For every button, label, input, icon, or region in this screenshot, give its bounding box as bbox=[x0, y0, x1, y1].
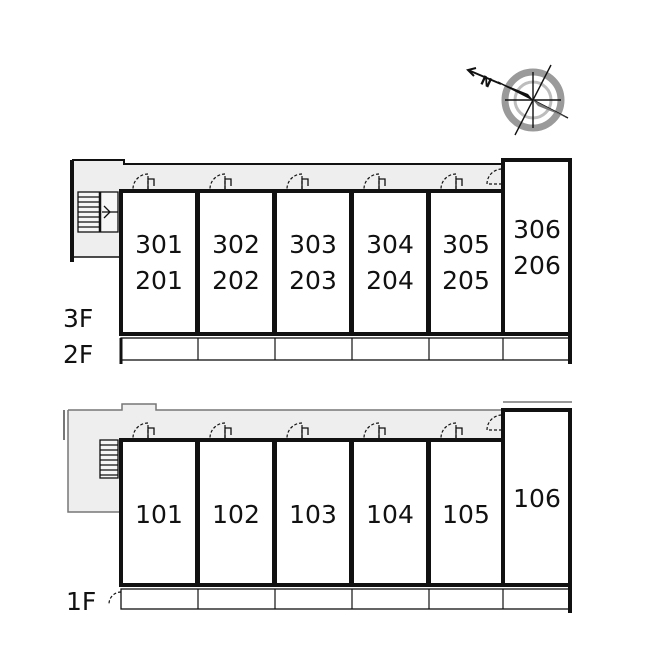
entrance-door-icon bbox=[108, 591, 122, 605]
unit-label-201: 201 bbox=[135, 266, 183, 295]
door-303-icon bbox=[286, 173, 303, 190]
unit-label-105: 105 bbox=[442, 500, 490, 529]
upper-unit-labels: 301 201 302 202 303 203 304 204 305 205 … bbox=[135, 215, 561, 295]
floor-label-2f: 2F bbox=[63, 340, 93, 369]
unit-label-106: 106 bbox=[513, 484, 561, 513]
lower-corridor bbox=[68, 404, 502, 512]
upper-floor-plan: 301 201 302 202 303 203 304 204 305 205 … bbox=[63, 158, 572, 369]
lower-doors bbox=[132, 414, 503, 439]
lower-units bbox=[119, 408, 572, 587]
lower-unit-labels: 101 102 103 104 105 106 bbox=[135, 484, 561, 529]
lower-staircase bbox=[99, 439, 119, 479]
compass-needle-tail-icon bbox=[533, 100, 568, 118]
unit-label-202: 202 bbox=[212, 266, 260, 295]
door-106-icon bbox=[486, 414, 503, 431]
unit-label-301: 301 bbox=[135, 230, 183, 259]
lower-balcony bbox=[108, 410, 572, 613]
north-arrow-icon bbox=[466, 67, 502, 85]
lower-ground-edge bbox=[67, 410, 120, 513]
unit-label-104: 104 bbox=[366, 500, 414, 529]
upper-corridor-edge bbox=[72, 159, 502, 165]
door-304-icon bbox=[363, 173, 380, 190]
upper-doors bbox=[132, 168, 503, 190]
door-105-icon bbox=[440, 422, 457, 439]
door-306-icon bbox=[486, 168, 503, 185]
lower-door-frames bbox=[147, 427, 463, 438]
unit-label-302: 302 bbox=[212, 230, 260, 259]
lower-floor-plan: 101 102 103 104 105 106 1F bbox=[63, 401, 572, 616]
upper-corridor bbox=[72, 160, 502, 257]
unit-label-306: 306 bbox=[513, 215, 561, 244]
unit-105 bbox=[427, 438, 505, 587]
door-102-icon bbox=[209, 422, 226, 439]
unit-label-102: 102 bbox=[212, 500, 260, 529]
door-103-icon bbox=[286, 422, 303, 439]
unit-101 bbox=[119, 438, 199, 587]
unit-104 bbox=[350, 438, 430, 587]
unit-label-103: 103 bbox=[289, 500, 337, 529]
lower-corridor-edge bbox=[68, 403, 502, 411]
compass: N bbox=[466, 64, 569, 136]
unit-label-205: 205 bbox=[442, 266, 490, 295]
unit-label-204: 204 bbox=[366, 266, 414, 295]
upper-units bbox=[119, 158, 572, 336]
door-302-icon bbox=[209, 173, 226, 190]
unit-306-206 bbox=[501, 158, 572, 336]
unit-106 bbox=[501, 408, 572, 587]
unit-label-304: 304 bbox=[366, 230, 414, 259]
unit-305-205 bbox=[427, 189, 505, 336]
upper-staircase bbox=[77, 191, 119, 233]
unit-label-305: 305 bbox=[442, 230, 490, 259]
door-305-icon bbox=[440, 173, 457, 190]
floor-label-1f: 1F bbox=[66, 587, 96, 616]
floor-label-3f: 3F bbox=[63, 304, 93, 333]
door-101-icon bbox=[132, 422, 149, 439]
door-104-icon bbox=[363, 422, 380, 439]
unit-103 bbox=[273, 438, 353, 587]
unit-label-206: 206 bbox=[513, 251, 561, 280]
upper-balcony bbox=[119, 160, 572, 364]
door-301-icon bbox=[132, 173, 149, 190]
unit-303-203 bbox=[273, 189, 353, 336]
unit-label-303: 303 bbox=[289, 230, 337, 259]
unit-label-203: 203 bbox=[289, 266, 337, 295]
compass-needle-icon bbox=[498, 82, 533, 100]
unit-label-101: 101 bbox=[135, 500, 183, 529]
upper-door-frames bbox=[147, 178, 463, 189]
unit-304-204 bbox=[350, 189, 430, 336]
unit-302-202 bbox=[196, 189, 276, 336]
unit-102 bbox=[196, 438, 276, 587]
unit-301-201 bbox=[119, 189, 199, 336]
